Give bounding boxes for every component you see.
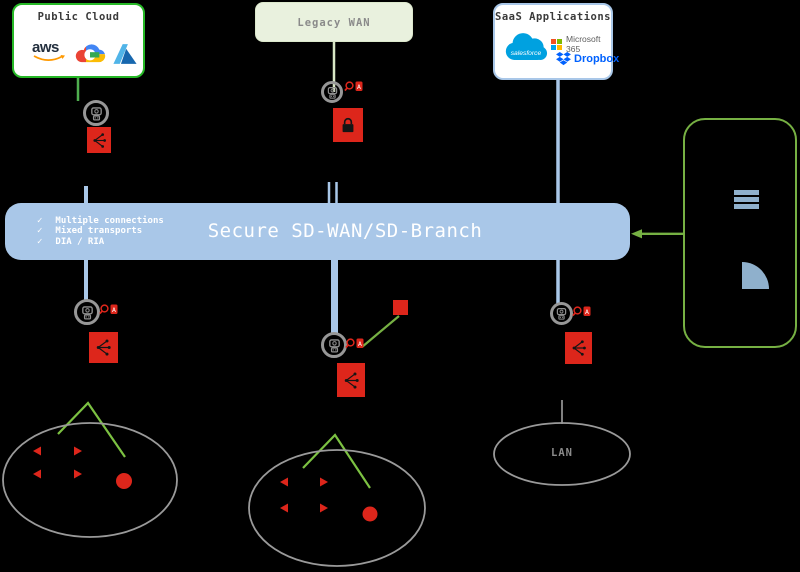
- app-tag-letter: A: [585, 308, 589, 316]
- feature-item: ✓ Mixed transports: [37, 226, 164, 236]
- feature-label: Multiple connections: [55, 216, 164, 226]
- endpoint-dot-icon: [362, 506, 378, 522]
- check-icon: ✓: [37, 226, 43, 237]
- endpoint-dot-icon: [116, 473, 132, 489]
- sdwan-branch-appliance: [565, 332, 592, 364]
- aws-wordmark: aws: [32, 39, 59, 56]
- inspection-badge: [321, 81, 343, 103]
- saas-node: SaaS Applications salesforce Microsoft 3…: [493, 3, 619, 80]
- arrow-left-icon: [280, 477, 288, 487]
- salesforce-logo: salesforce: [502, 31, 548, 64]
- appliance-badge-icon: [81, 305, 93, 319]
- inspection-badge: [550, 302, 573, 325]
- sdwan-branch-appliance: [89, 332, 118, 363]
- arrow-right-icon: [320, 503, 328, 513]
- salesforce-wordmark: salesforce: [511, 50, 542, 57]
- azure-icon: [112, 43, 138, 65]
- aws-smile-icon: [33, 55, 65, 62]
- appliance-panel: [683, 118, 797, 348]
- ssl-inspection-icon: A: [344, 80, 364, 94]
- app-tag-letter: A: [358, 340, 362, 348]
- roof-mid: [302, 433, 371, 489]
- legacy-wan-node: Legacy WAN: [255, 2, 413, 42]
- branch-arrows-icon: [572, 340, 586, 356]
- ssl-inspection-icon: A: [572, 305, 592, 319]
- branch-arrows-icon: [344, 371, 359, 389]
- ssl-inspection-icon: A: [99, 303, 119, 317]
- quarter-circle-icon: [742, 262, 769, 289]
- dropbox-icon: [556, 52, 571, 66]
- feature-item: ✓ DIA / RIA: [37, 237, 164, 247]
- inspection-badge: [321, 332, 347, 358]
- arrow-left-icon: [33, 469, 41, 479]
- lan-ellipse-mid: [248, 449, 426, 567]
- public-cloud-title: Public Cloud: [37, 11, 120, 23]
- appliance-arrow-head: [631, 229, 642, 239]
- sdwan-branch-appliance: [337, 363, 365, 397]
- arrow-right-icon: [74, 446, 82, 456]
- lan-label: LAN: [551, 447, 573, 459]
- sdwan-bar: ✓ Multiple connections ✓ Mixed transport…: [5, 203, 630, 260]
- legacy-wan-title: Legacy WAN: [297, 17, 371, 29]
- app-tag-icon: [355, 81, 363, 91]
- google-cloud-icon: [74, 42, 106, 65]
- endpoint-arrows-mid: [280, 477, 378, 522]
- feature-label: Mixed transports: [55, 226, 143, 237]
- microsoft365-logo: Microsoft 365: [551, 34, 611, 54]
- vpn-appliance: [333, 108, 363, 142]
- inspection-badge: [83, 100, 109, 126]
- inspection-badge: [74, 299, 100, 325]
- app-tag-icon: [110, 304, 118, 314]
- branch-arrows-icon: [92, 132, 106, 148]
- endpoint-arrows-left: [33, 446, 132, 489]
- appliance-badge-icon: [328, 338, 340, 352]
- overlay-node: [393, 300, 408, 315]
- check-icon: ✓: [37, 236, 43, 247]
- arrow-right-icon: [320, 477, 328, 487]
- appliance-badge-icon: [90, 106, 102, 120]
- saas-title: SaaS Applications: [495, 11, 611, 23]
- sdwan-feature-list: ✓ Multiple connections ✓ Mixed transport…: [37, 216, 164, 247]
- app-tag-icon: [583, 306, 591, 316]
- menu-icon: [734, 190, 759, 211]
- feature-item: ✓ Multiple connections: [37, 216, 164, 226]
- overlay-diagonal-line: [361, 315, 400, 348]
- arrow-right-icon: [74, 469, 82, 479]
- app-tag-icon: [356, 338, 364, 348]
- public-cloud-node: Public Cloud aws: [12, 3, 145, 78]
- feature-label: DIA / RIA: [55, 236, 105, 247]
- ssl-inspection-icon: A: [345, 337, 365, 351]
- lan-ellipse-right: [493, 422, 631, 486]
- branch-arrows-icon: [96, 339, 111, 356]
- padlock-icon: [342, 118, 354, 133]
- microsoft-squares-icon: [551, 38, 562, 50]
- lan-ellipse-left: [2, 422, 178, 538]
- dropbox-wordmark: Dropbox: [574, 53, 620, 65]
- appliance-badge-icon: [556, 308, 567, 320]
- roof-left: [57, 401, 126, 458]
- app-tag-letter: A: [112, 306, 116, 314]
- microsoft365-wordmark: Microsoft 365: [566, 34, 601, 54]
- aws-logo: aws: [32, 39, 66, 63]
- check-icon: ✓: [37, 216, 43, 226]
- arrow-left-icon: [280, 503, 288, 513]
- sdwan-bar-title: Secure SD-WAN/SD-Branch: [207, 220, 483, 242]
- arrow-left-icon: [33, 446, 41, 456]
- dropbox-logo: Dropbox: [556, 52, 619, 66]
- appliance-badge-icon: [327, 86, 337, 99]
- app-tag-letter: A: [357, 83, 361, 91]
- sdwan-branch-appliance: [87, 127, 111, 153]
